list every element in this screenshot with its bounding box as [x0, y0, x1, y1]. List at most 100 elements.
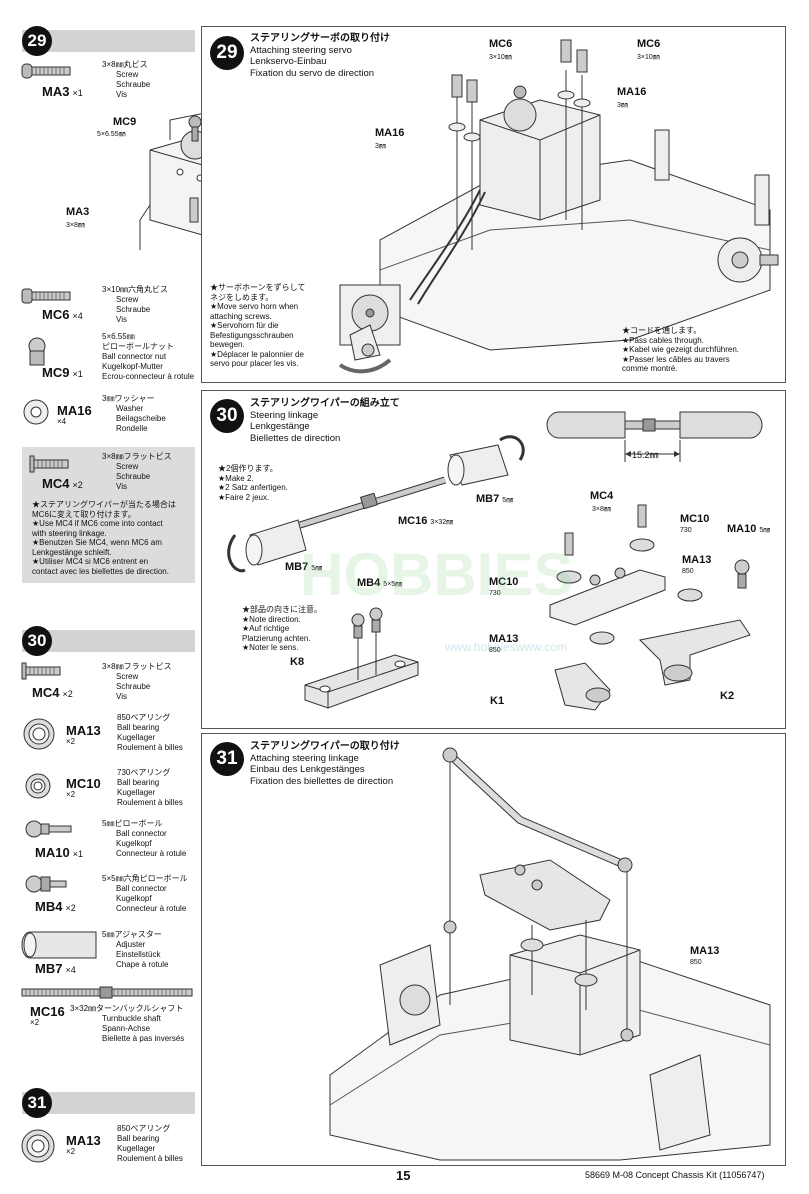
servo-horn-illustration: [338, 284, 401, 374]
part-code-mc4: MC4×2: [32, 685, 73, 700]
callout-mc10-left-size: 730: [489, 590, 501, 597]
ball-bearing-icon: [21, 1129, 55, 1163]
k1-k2-assembly-illustration: [549, 504, 751, 711]
part-code-mc10: MC10: [66, 776, 101, 791]
optional-note: ★ステアリングワイパーが当たる場合は MC6に変えて取り付けます。 ★Use M…: [32, 500, 176, 576]
chassis-servo-illustration: [379, 39, 779, 351]
part-qty-ma13: ×2: [66, 737, 76, 746]
part-desc-mc6: 3×10㎜六角丸ビス Screw Schraube Vis: [102, 285, 169, 324]
callout-ma13-right-size: 850: [682, 568, 694, 575]
part-code-ma16: MA16: [57, 403, 92, 418]
step-30-title: ステアリングワイパーの組み立て Steering linkage Lenkges…: [250, 398, 400, 444]
part-desc-mc4-optional: 3×8㎜フラットビス Screw Schraube Vis: [102, 452, 172, 491]
callout-mb4: MB4 5×5㎜: [357, 577, 403, 589]
callout-mb7-left: MB7 5㎜: [285, 561, 323, 573]
step-31-title: ステアリングワイパーの取り付け Attaching steering linka…: [250, 741, 400, 787]
part-code-ma13: MA13: [66, 723, 101, 738]
callout-k2: K2: [720, 690, 735, 702]
callout-mc4-assembly-size: 3×8㎜: [592, 506, 611, 513]
callout-ma13-step31: MA13: [690, 945, 720, 957]
ball-bearing-icon: [25, 773, 51, 799]
step-number-31: 31: [22, 1088, 52, 1118]
servo-horn-note: ★サーボホーンをずらして ネジをしめます。 ★Move servo horn w…: [210, 283, 306, 368]
step-number-29-large: 29: [210, 36, 244, 70]
turnbuckle-dimension-diagram: [546, 411, 763, 462]
flat-screw-icon: [21, 662, 61, 680]
part-code-ma3: MA3×1: [42, 84, 83, 99]
part-desc-mb7: 5㎜アジャスター Adjuster Einstellstück Chape à …: [102, 930, 169, 969]
part-desc-ma16: 3㎜ワッシャー Washer Beilagscheibe Rondelle: [102, 394, 166, 433]
part-code-mc6: MC6×4: [42, 307, 83, 322]
callout-ma16-right: MA16: [617, 86, 647, 98]
callout-mc9-size: 5×6.55㎜: [97, 131, 126, 138]
part-desc-ma10: 5㎜ピローボール Ball connector Kugelkopf Connec…: [102, 819, 187, 858]
part-code-mc9: MC9×1: [42, 365, 83, 380]
part-qty-ma16: ×4: [57, 417, 67, 426]
callout-ma13-right: MA13: [682, 554, 712, 566]
callout-mc10-right: MC10: [680, 513, 710, 525]
screw-icon: [21, 288, 71, 304]
callout-ma10: MA10 5㎜: [727, 523, 771, 535]
turnbuckle-shaft-icon: [21, 986, 193, 999]
watermark-logo: HOBBIES: [300, 541, 574, 608]
ball-bearing-icon: [23, 718, 55, 750]
part-code-mc4-optional: MC4×2: [42, 476, 83, 491]
callout-ma3: MA3: [66, 206, 90, 218]
callout-k8: K8: [290, 656, 305, 668]
step-30-header: 30: [22, 626, 195, 656]
k8-part-illustration: [304, 607, 419, 709]
callout-mc10-left: MC10: [489, 576, 519, 588]
part-code-ma10: MA10×1: [35, 845, 83, 860]
part-qty-mc10: ×2: [66, 790, 76, 799]
page-number: 15: [396, 1168, 411, 1183]
step-31-header: 31: [22, 1088, 195, 1118]
flat-screw-icon: [29, 455, 69, 473]
callout-mc6-left: MC6: [489, 38, 513, 50]
kit-footer: 58669 M-08 Concept Chassis Kit (11056747…: [585, 1170, 765, 1180]
callout-ma13-left-size: 850: [489, 647, 501, 654]
callout-mc16: MC16 3×32㎜: [398, 515, 454, 527]
part-code-mc16: MC16: [30, 1004, 65, 1019]
callout-k1: K1: [490, 695, 505, 707]
callout-mc6-right: MC6: [637, 38, 661, 50]
callout-ma3-size: 3×8㎜: [66, 222, 85, 229]
washer-icon: [23, 399, 49, 425]
part-code-ma13-step31: MA13: [66, 1133, 101, 1148]
callout-mc9: MC9: [113, 116, 137, 128]
callout-mb7-right: MB7 5㎜: [476, 493, 514, 505]
part-code-mb7: MB7×4: [35, 961, 76, 976]
adjuster-icon: [21, 931, 97, 959]
screw-icon: [21, 63, 71, 79]
callout-mc6-left-size: 3×10㎜: [489, 54, 512, 61]
part-desc-ma3: 3×8㎜丸ビス Screw Schraube Vis: [102, 60, 151, 99]
part-qty-ma13-step31: ×2: [66, 1147, 76, 1156]
callout-ma16-left-size: 3㎜: [375, 143, 386, 150]
callout-ma16-left: MA16: [375, 127, 405, 139]
callout-mc6-right-size: 3×10㎜: [637, 54, 660, 61]
callout-ma13-left: MA13: [489, 633, 519, 645]
step-29-title: ステアリングサーボの取り付け Attaching steering servo …: [250, 33, 390, 79]
step-number-31-large: 31: [210, 742, 244, 776]
dimension-label: 15.2㎜: [632, 450, 659, 460]
optional-part-box: [22, 447, 195, 583]
turnbuckle-exploded-illustration: [227, 435, 525, 573]
part-desc-ma13: 850ベアリング Ball bearing Kugellager Rouleme…: [117, 713, 183, 752]
make-two-note: ★2個作ります。 ★Make 2. ★2 Satz anfertigen. ★F…: [218, 464, 288, 502]
part-desc-ma13-step31: 850ベアリング Ball bearing Kugellager Rouleme…: [117, 1124, 183, 1163]
part-code-mb4: MB4×2: [35, 899, 76, 914]
step-29-header: 29: [22, 26, 195, 56]
step-number-29: 29: [22, 26, 52, 56]
callout-ma13-step31-size: 850: [690, 959, 702, 966]
watermark-url: www.hobbieswww.com: [445, 640, 568, 654]
step-number-30: 30: [22, 626, 52, 656]
part-desc-mb4: 5×5㎜六角ピローボール Ball connector Kugelkopf Co…: [102, 874, 188, 913]
ball-connector-icon: [25, 820, 72, 838]
callout-mc4-assembly: MC4: [590, 490, 614, 502]
callout-ma16-right-size: 3㎜: [617, 102, 628, 109]
cable-routing-note: ★コードを通します。 ★Pass cables through. ★Kabel …: [622, 326, 740, 373]
part-desc-mc9: 5×6.55㎜ ピローボールナット Ball connector nut Kug…: [102, 332, 195, 381]
ball-connector-nut-icon: [28, 337, 46, 366]
ball-connector-icon: [25, 875, 67, 893]
step-number-30-large: 30: [210, 399, 244, 433]
part-desc-mc10: 730ベアリング Ball bearing Kugellager Rouleme…: [117, 768, 183, 807]
